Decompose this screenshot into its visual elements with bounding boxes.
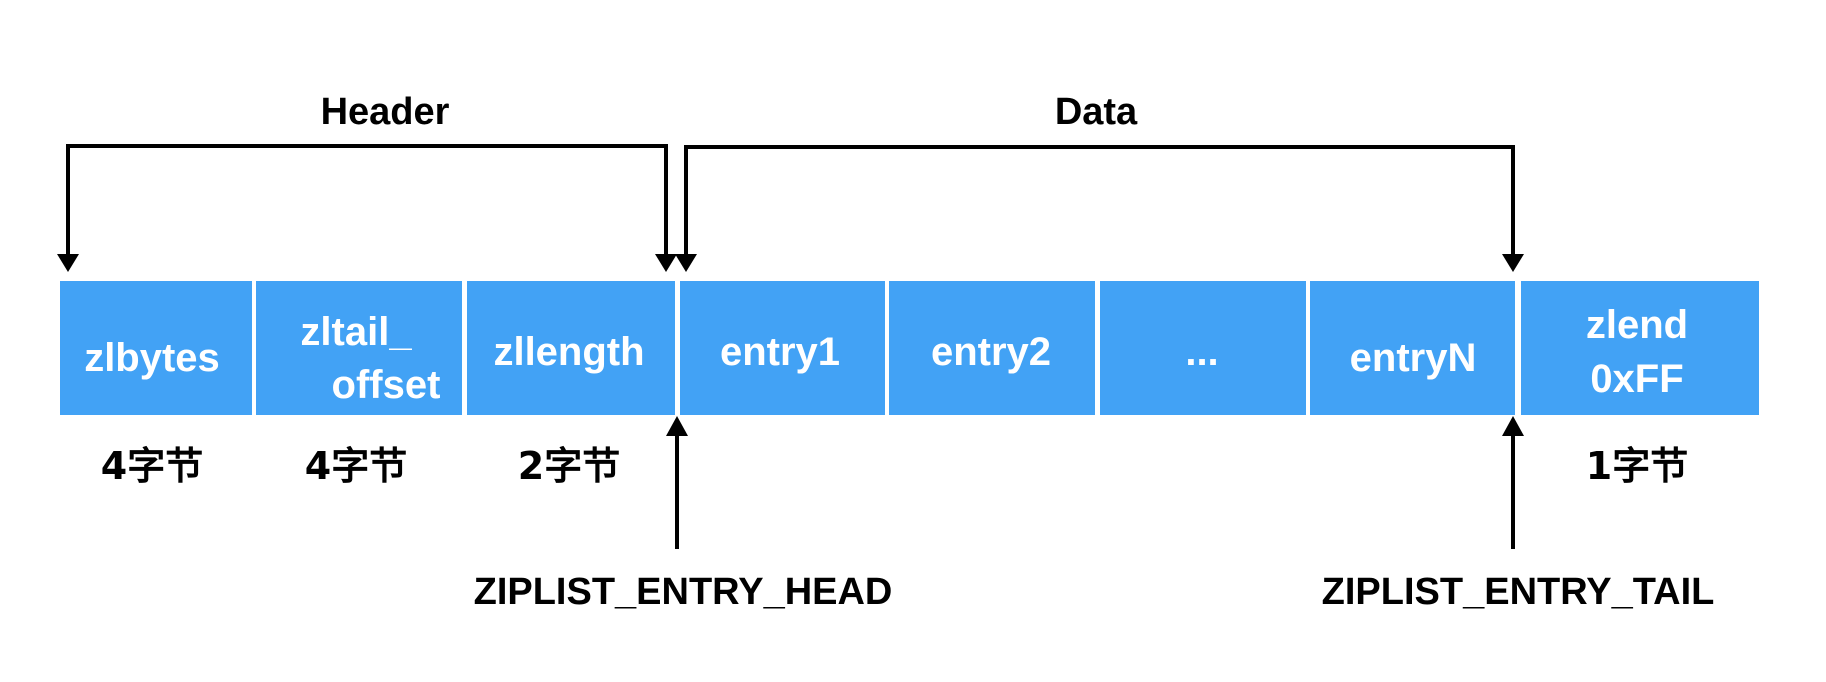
head-pointer: [666, 416, 688, 549]
size-zlbytes: 4字节: [101, 444, 203, 488]
tail-pointer: [1502, 416, 1524, 549]
cell-entryN-label: entryN: [1350, 336, 1477, 380]
cell-entry1: entry1: [680, 281, 885, 415]
data-left-arrowhead: [675, 254, 697, 272]
cell-ellipsis-label: ...: [1185, 330, 1218, 374]
cell-zlend-line2: 0xFF: [1590, 357, 1683, 401]
cell-zlbytes-label: zlbytes: [84, 336, 220, 380]
tail-pointer-label: ZIPLIST_ENTRY_TAIL: [1322, 571, 1715, 613]
header-bracket: [57, 144, 677, 272]
data-bracket: [675, 145, 1524, 272]
head-pointer-label: ZIPLIST_ENTRY_HEAD: [474, 571, 893, 613]
cell-zlend: zlend 0xFF: [1521, 281, 1759, 415]
size-zllength: 2字节: [518, 444, 620, 488]
head-pointer-arrowhead: [666, 416, 688, 436]
cell-zllength: zllength: [467, 281, 675, 415]
cell-entry1-label: entry1: [720, 330, 840, 374]
header-left-arrowhead: [57, 254, 79, 272]
header-right-arrowhead: [655, 254, 677, 272]
cell-zllength-label: zllength: [493, 330, 644, 374]
size-zltail-offset: 4字节: [305, 444, 407, 488]
cell-entry2-label: entry2: [931, 330, 1051, 374]
data-right-arrowhead: [1502, 254, 1524, 272]
cell-zlend-line1: zlend: [1586, 303, 1688, 347]
cell-zlbytes: zlbytes: [60, 281, 252, 415]
cell-zltail-offset-line1: zltail_: [300, 310, 412, 354]
ziplist-row: zlbytes zltail_ offset zllength entry1 e…: [60, 281, 1759, 415]
cell-ellipsis: ...: [1100, 281, 1306, 415]
cell-entry2: entry2: [889, 281, 1095, 415]
cell-zltail-offset: zltail_ offset: [256, 281, 462, 415]
cell-entryN: entryN: [1310, 281, 1515, 415]
cell-zltail-offset-line2: offset: [332, 363, 441, 407]
data-label: Data: [1055, 91, 1138, 133]
tail-pointer-arrowhead: [1502, 416, 1524, 436]
size-zlend: 1字节: [1586, 444, 1688, 488]
header-label: Header: [321, 91, 450, 133]
